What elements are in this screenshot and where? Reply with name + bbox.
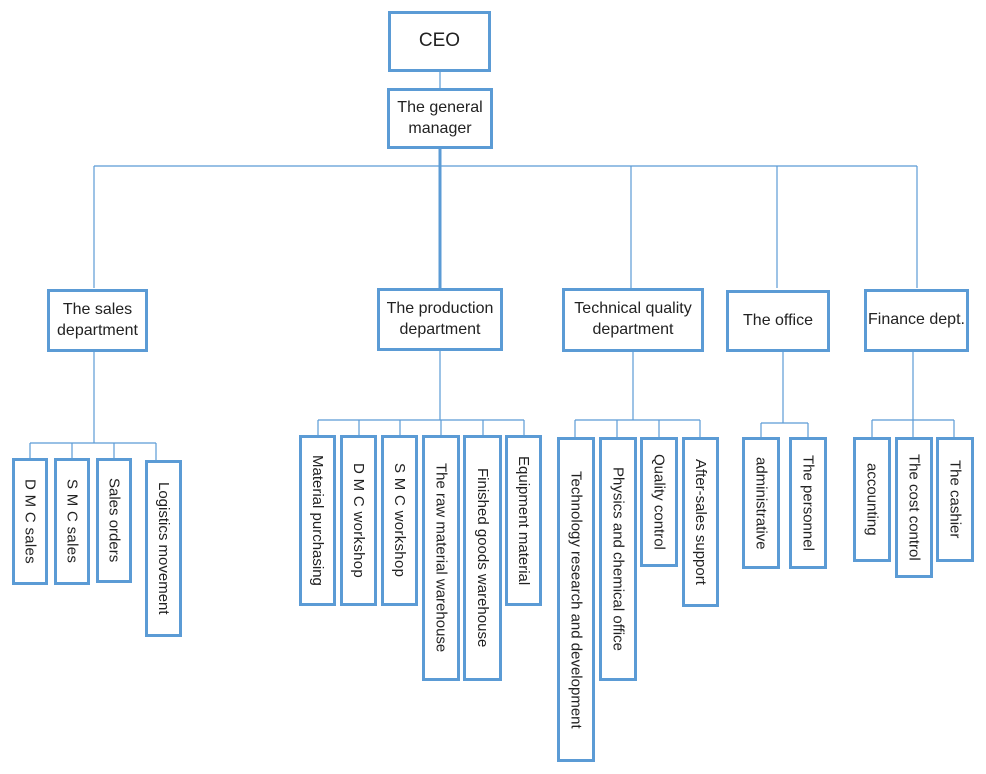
- node-material-purchasing: Material purchasing: [299, 435, 336, 606]
- node-finance-dept: Finance dept.: [864, 289, 969, 352]
- node-the-cashier: The cashier: [936, 437, 974, 562]
- node-production-department: The production department: [377, 288, 503, 351]
- node-physics-chemical-office: Physics and chemical office: [599, 437, 637, 681]
- node-the-office: The office: [726, 290, 830, 352]
- node-the-personnel: The personnel: [789, 437, 827, 569]
- node-quality-control: Quality control: [640, 437, 678, 567]
- node-sales-orders: Sales orders: [96, 458, 132, 583]
- node-general-manager: The general manager: [387, 88, 493, 149]
- node-after-sales-support: After-sales support: [682, 437, 719, 607]
- node-sales-department: The sales department: [47, 289, 148, 352]
- node-equipment-material: Equipment material: [505, 435, 542, 606]
- node-raw-material-warehouse: The raw material warehouse: [422, 435, 460, 681]
- node-dmc-workshop: D M C workshop: [340, 435, 377, 606]
- node-dmc-sales: D M C sales: [12, 458, 48, 585]
- node-logistics-movement: Logistics movement: [145, 460, 182, 637]
- node-finished-goods-warehouse: Finished goods warehouse: [463, 435, 502, 681]
- node-accounting: accounting: [853, 437, 891, 562]
- node-technical-quality-department: Technical quality department: [562, 288, 704, 352]
- node-ceo: CEO: [388, 11, 491, 72]
- node-administrative: administrative: [742, 437, 780, 569]
- node-smc-workshop: S M C workshop: [381, 435, 418, 606]
- node-cost-control: The cost control: [895, 437, 933, 578]
- node-smc-sales: S M C sales: [54, 458, 90, 585]
- node-technology-rnd: Technology research and development: [557, 437, 595, 762]
